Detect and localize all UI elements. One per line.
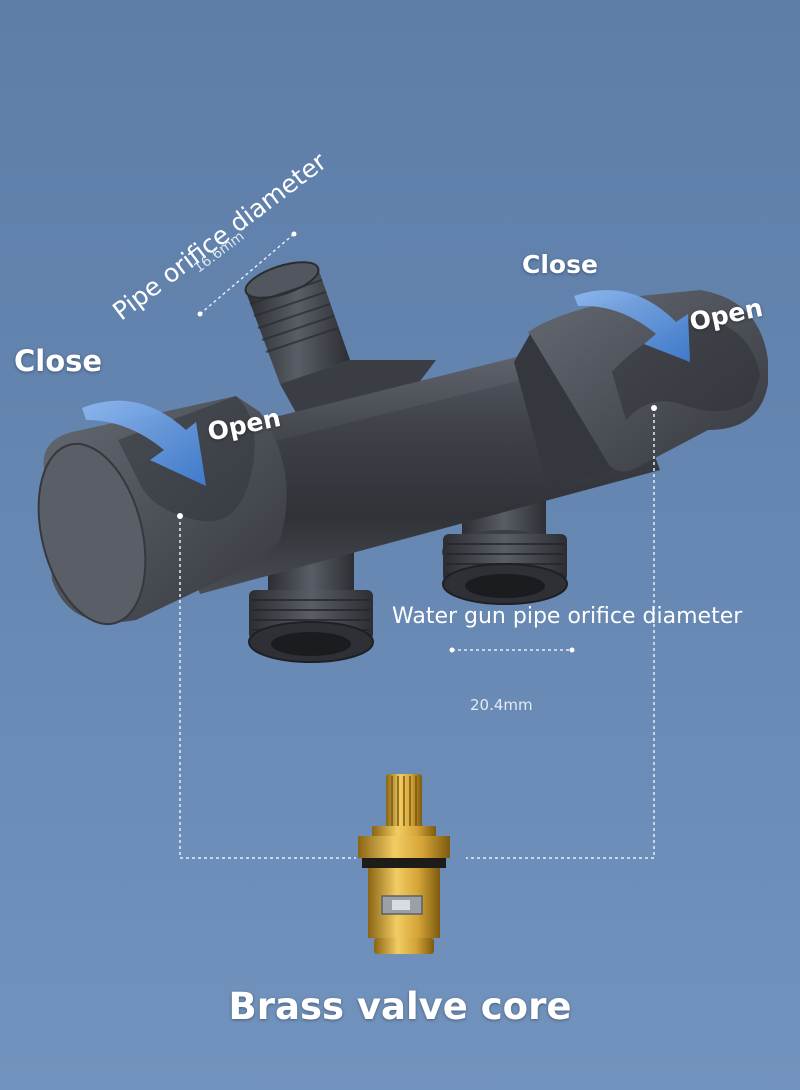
right-callout-dot (651, 405, 657, 411)
valve-core-caption: Brass valve core (228, 985, 572, 1028)
core-callout-lines (179, 408, 655, 859)
water-gun-pipe-title: Water gun pipe orifice diameter (392, 604, 743, 629)
right-close-label: Close (522, 250, 598, 279)
inlet-pipe (244, 261, 436, 420)
left-rotation-arrow (82, 400, 206, 486)
left-close-label: Close (14, 344, 103, 378)
right-rotation-arrow (574, 289, 690, 362)
water-gun-pipe-size: 20.4mm (470, 696, 533, 714)
brass-valve-core (358, 774, 450, 954)
left-callout-dot (177, 513, 183, 519)
inlet-dimension-line (197, 231, 297, 317)
outlet-dimension-line (449, 647, 575, 653)
